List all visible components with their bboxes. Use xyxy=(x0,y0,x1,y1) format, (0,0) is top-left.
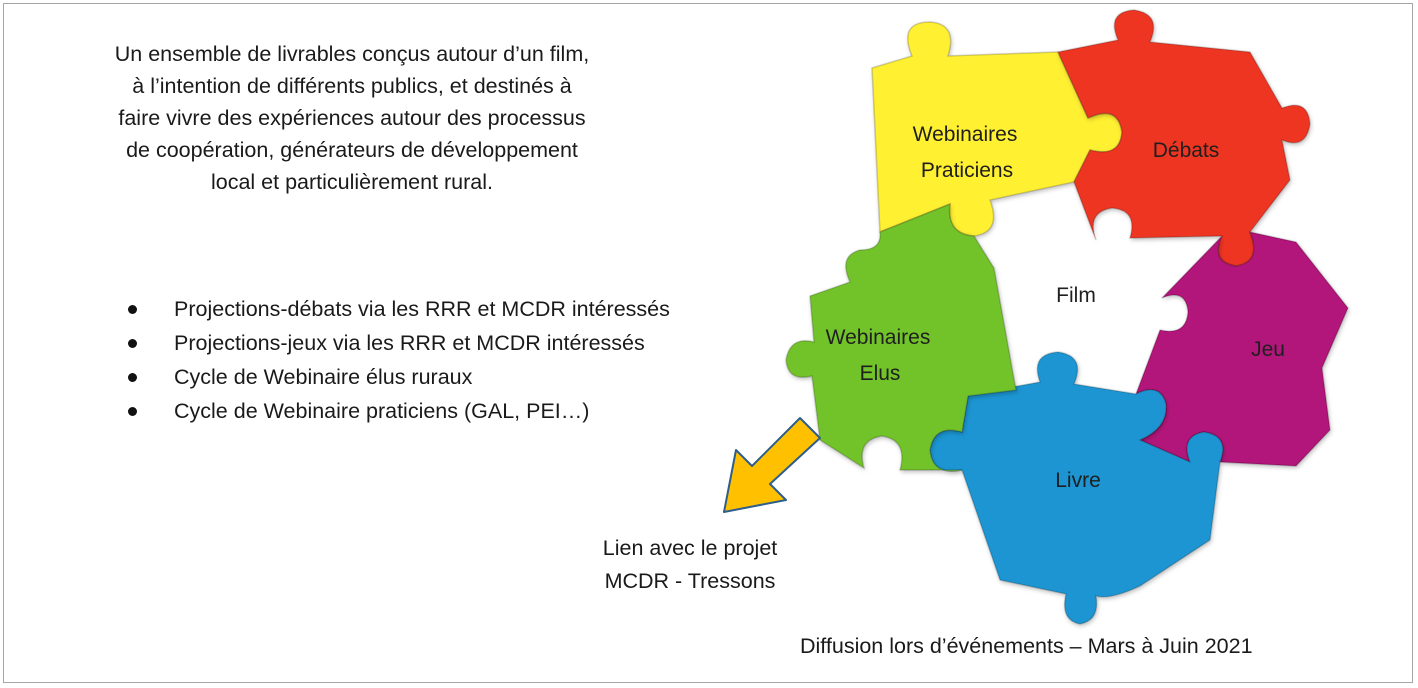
link-line: MCDR - Tressons xyxy=(604,569,776,593)
footer-note: Diffusion lors d’événements – Mars à Jui… xyxy=(800,634,1253,658)
intro-paragraph: Un ensemble de livrables conçus autour d… xyxy=(92,38,612,198)
deliverables-list: Projections-débats via les RRR et MCDR i… xyxy=(128,292,670,428)
piece-label: Livre xyxy=(1055,469,1101,492)
puzzle-piece-elus xyxy=(785,202,1017,472)
intro-line: local et particulièrement rural. xyxy=(210,170,493,194)
piece-label: Praticiens xyxy=(921,159,1013,182)
piece-label: Débats xyxy=(1153,139,1220,162)
list-item: Projections-jeux via les RRR et MCDR int… xyxy=(128,326,670,360)
puzzle-piece-livre xyxy=(929,351,1224,625)
link-note: Lien avec le projet MCDR - Tressons xyxy=(500,532,880,598)
bullet-icon xyxy=(128,305,137,314)
list-item: Projections-débats via les RRR et MCDR i… xyxy=(128,292,670,326)
link-line: Lien avec le projet xyxy=(602,536,778,560)
list-item: Cycle de Webinaire élus ruraux xyxy=(128,360,670,394)
intro-line: de coopération, générateurs de développe… xyxy=(126,138,578,162)
piece-shape-jeu xyxy=(1134,230,1349,467)
list-item: Cycle de Webinaire praticiens (GAL, PEI…… xyxy=(128,394,670,428)
list-item-text: Cycle de Webinaire élus ruraux xyxy=(174,365,473,389)
bullet-icon xyxy=(128,373,137,382)
piece-label: Jeu xyxy=(1251,338,1285,361)
piece-label: Webinaires xyxy=(913,123,1018,146)
intro-line: faire vivre des expériences autour des p… xyxy=(118,106,586,130)
center-label: Film xyxy=(1056,284,1096,307)
arrow-shape xyxy=(723,417,821,513)
piece-label: Elus xyxy=(860,362,901,385)
piece-label: Webinaires xyxy=(826,326,931,349)
slide-frame xyxy=(3,3,1413,683)
bullet-icon xyxy=(128,407,137,416)
list-item-text: Projections-débats via les RRR et MCDR i… xyxy=(174,297,670,321)
piece-shape-livre xyxy=(929,351,1224,625)
intro-line: à l’intention de différents publics, et … xyxy=(132,74,572,98)
intro-line: Un ensemble de livrables conçus autour d… xyxy=(114,42,590,66)
list-item-text: Cycle de Webinaire praticiens (GAL, PEI…… xyxy=(174,399,590,423)
list-item-text: Projections-jeux via les RRR et MCDR int… xyxy=(174,331,645,355)
bullet-icon xyxy=(128,339,137,348)
piece-shape-elus xyxy=(785,202,1017,472)
puzzle-piece-jeu xyxy=(1134,230,1349,467)
arrow-icon xyxy=(723,417,821,513)
